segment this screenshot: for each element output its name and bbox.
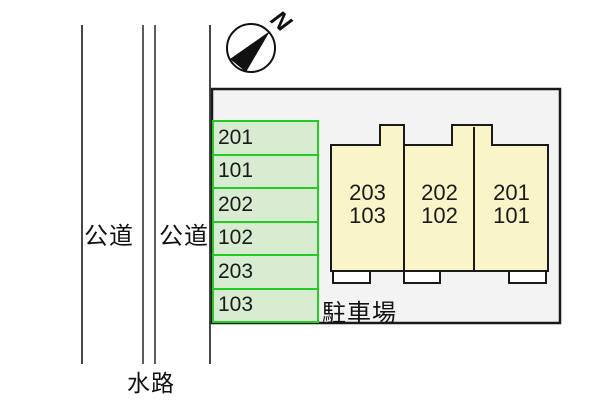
parking-space-number: 203: [218, 259, 254, 283]
unit-number-lower: 101: [493, 203, 530, 228]
entrance-porch-1: [332, 270, 371, 284]
compass-needle: [230, 31, 270, 72]
entrance-porch-3: [508, 270, 547, 284]
parking-space-number: 103: [218, 293, 254, 317]
unit-label-202-102: 202 102: [403, 181, 476, 227]
parking-space-number: 202: [218, 192, 254, 216]
unit-number-lower: 102: [421, 203, 458, 228]
parking-space-201: 201: [212, 120, 319, 156]
unit-label-201-101: 201 101: [475, 181, 548, 227]
road-label-left: 公道: [84, 223, 134, 250]
unit-number-upper: 201: [493, 180, 530, 205]
parking-space-102: 102: [212, 220, 319, 256]
road-label-right: 公道: [159, 223, 209, 250]
parking-area-label: 駐車場: [322, 300, 397, 327]
parking-space-number: 102: [218, 226, 254, 250]
parking-space-number: 101: [218, 159, 254, 183]
waterway-label: 水路: [127, 370, 175, 396]
parking-space-number: 201: [218, 125, 254, 149]
unit-number-upper: 202: [421, 180, 458, 205]
unit-number-upper: 203: [349, 180, 386, 205]
parking-space-101: 101: [212, 153, 319, 189]
parking-space-202: 202: [212, 187, 319, 223]
entrance-porch-2: [403, 270, 441, 284]
building-outline: [330, 124, 549, 272]
unit-label-203-103: 203 103: [331, 181, 404, 227]
parking-space-103: 103: [212, 287, 319, 323]
parking-space-203: 203: [212, 254, 319, 290]
unit-number-lower: 103: [349, 203, 386, 228]
